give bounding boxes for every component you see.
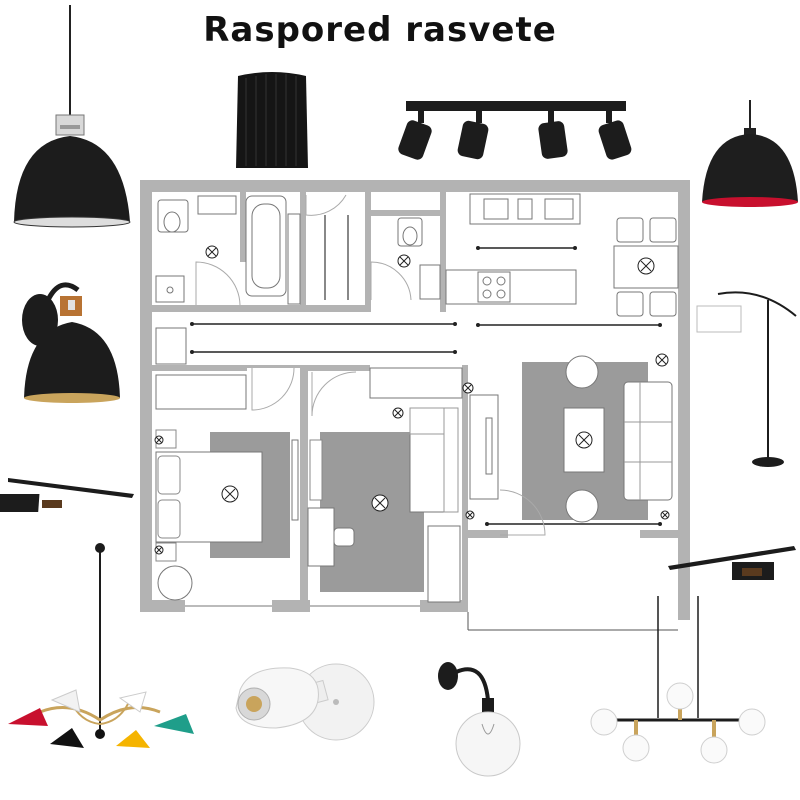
- living-room: [469, 355, 673, 536]
- led-strip-ends: [190, 246, 662, 526]
- arc-floor-lamp-icon: [696, 291, 797, 467]
- armchair-top: [565, 355, 599, 389]
- bedroom-armchair: [157, 565, 193, 601]
- black-drum-shade-icon: [236, 72, 308, 168]
- black-red-dome-pendant-icon: [702, 100, 798, 207]
- study-rug: [320, 432, 424, 592]
- toilet-room: [370, 217, 441, 301]
- kitchen: [445, 193, 581, 305]
- light-symbol-living-3: [660, 510, 670, 520]
- multicolor-chandelier-icon: [8, 543, 194, 748]
- dining-area: [613, 217, 679, 317]
- armchair-bottom: [565, 489, 599, 523]
- light-symbol-corner: [655, 353, 669, 367]
- black-dome-pendant-icon: [13, 5, 131, 228]
- led-strips: [192, 247, 660, 525]
- light-symbol-sconce-2: [154, 545, 164, 555]
- globe-wall-sconce-icon: [438, 662, 521, 777]
- wardrobe: [427, 525, 461, 603]
- light-symbol-sconce-1: [154, 435, 164, 445]
- cabinet: [287, 213, 301, 305]
- light-symbol-study: [371, 494, 389, 512]
- floor-plan: [140, 180, 690, 631]
- picture-light-right-icon: [668, 546, 796, 580]
- light-symbol-hall: [392, 407, 404, 419]
- board-title: Raspored rasvete: [203, 10, 557, 50]
- toilet-fixture: [157, 199, 189, 233]
- tv-unit: [469, 394, 499, 500]
- globe-linear-chandelier-icon: [590, 596, 766, 764]
- interior-walls: [152, 192, 468, 605]
- light-symbol-dining: [637, 257, 655, 275]
- light-symbol-living-2: [465, 510, 475, 520]
- picture-light-left-icon: [0, 478, 134, 512]
- light-symbol-living: [575, 431, 593, 449]
- sofa: [623, 381, 673, 501]
- hallway-storage: [155, 327, 463, 417]
- bathroom: [155, 195, 301, 306]
- light-symbol-bedroom: [221, 485, 239, 503]
- outer-walls: [140, 180, 690, 620]
- white-wall-spotlight-icon: [235, 663, 375, 741]
- bathtub: [245, 195, 287, 297]
- hallway-closets: [305, 194, 349, 300]
- desk: [307, 507, 335, 567]
- light-symbol-bathroom: [205, 245, 219, 259]
- light-symbol-hall-2: [462, 382, 474, 394]
- bedroom: [155, 429, 299, 601]
- track-spotlight-bar-icon: [398, 101, 632, 160]
- ceiling-light-symbols: [154, 245, 670, 555]
- light-symbol-toilet: [397, 254, 411, 268]
- study: [307, 407, 461, 603]
- industrial-wall-sconce-icon: [22, 282, 120, 403]
